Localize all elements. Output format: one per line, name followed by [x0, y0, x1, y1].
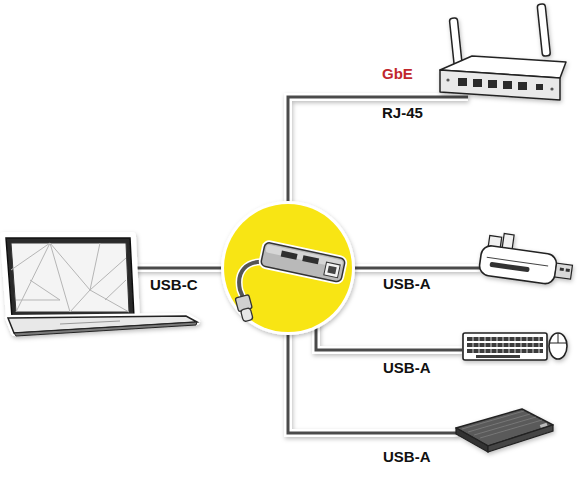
- port-label: USB-A: [383, 449, 431, 464]
- laptop-illustration: [11, 243, 129, 312]
- keyboard-mouse-illustration: [467, 343, 543, 347]
- router-illustration: [458, 78, 467, 86]
- usb-hub-illustration: [281, 251, 298, 260]
- keyboard-mouse-illustration: [463, 333, 547, 360]
- router-illustration: [458, 78, 543, 90]
- external-drive-illustration: [540, 423, 548, 428]
- card-reader-illustration: [478, 231, 575, 287]
- router-illustration: [446, 78, 449, 81]
- keyboard-mouse-illustration: [549, 333, 567, 343]
- router-illustration: [440, 4, 566, 100]
- usb-hub-illustration: [240, 308, 253, 322]
- router-illustration: [440, 70, 560, 100]
- router-illustration: [537, 4, 550, 57]
- usb-hub-illustration: [235, 295, 255, 323]
- port-label: USB-A: [383, 360, 431, 375]
- laptop-illustration: [105, 280, 126, 300]
- laptop-illustration: [14, 322, 197, 336]
- hub-badge: [221, 201, 355, 335]
- laptop-illustration: [11, 243, 129, 312]
- external-drive-illustration: [462, 411, 542, 438]
- keyboard-mouse-illustration: [463, 333, 567, 360]
- router-illustration: [537, 4, 550, 57]
- card-reader-illustration: [566, 268, 570, 272]
- laptop-illustration: [16, 243, 70, 312]
- laptop-illustration: [60, 321, 120, 324]
- router-illustration: [518, 82, 527, 90]
- external-drive-illustration: [462, 411, 542, 438]
- keyboard-mouse-illustration: [473, 337, 539, 353]
- usb-hub-illustration: [302, 255, 319, 264]
- router-illustration: [503, 81, 512, 89]
- usb-hub-illustration: [260, 242, 345, 283]
- external-drive-illustration: [456, 428, 488, 452]
- card-reader-illustration: [478, 231, 575, 287]
- card-reader-illustration: [555, 263, 573, 279]
- router-illustration: [536, 84, 543, 90]
- keyboard-mouse-illustration: [473, 337, 539, 353]
- laptop-illustration: [6, 238, 134, 317]
- card-reader-illustration: [560, 268, 564, 272]
- keyboard-mouse-illustration: [467, 349, 543, 353]
- laptop-illustration: [4, 236, 136, 319]
- card-reader-illustration: [489, 262, 529, 273]
- wire: [125, 97, 480, 433]
- keyboard-mouse-illustration: [549, 333, 567, 359]
- port-label: GbE: [382, 66, 413, 81]
- laptop-illustration: [16, 280, 60, 300]
- router-illustration: [550, 87, 553, 90]
- router-illustration: [446, 78, 553, 90]
- usb-hub-illustration: [260, 242, 345, 283]
- wire: [125, 97, 480, 433]
- card-reader-illustration: [478, 245, 557, 285]
- external-drive-illustration: [488, 425, 553, 452]
- router-illustration: [473, 79, 482, 87]
- hub-badge: [221, 201, 355, 335]
- port-label: USB-C: [150, 277, 198, 292]
- router-illustration: [488, 80, 497, 88]
- keyboard-mouse-illustration: [476, 355, 520, 358]
- external-drive-illustration: [456, 409, 553, 452]
- usb-hub-illustration: [324, 262, 340, 278]
- keyboard-mouse-illustration: [467, 337, 543, 341]
- port-label: USB-A: [383, 276, 431, 291]
- keyboard-mouse-illustration: [467, 337, 543, 358]
- wire: [125, 97, 480, 433]
- hub-badge: [224, 204, 352, 332]
- port-label: RJ-45: [382, 105, 423, 120]
- usb-hub-illustration: [260, 242, 345, 283]
- laptop-illustration: [11, 243, 126, 290]
- usb-hub-illustration: [235, 242, 345, 322]
- laptop-illustration: [70, 243, 129, 312]
- usb-hub-illustration: [327, 266, 336, 275]
- laptop-illustration: [4, 236, 197, 336]
